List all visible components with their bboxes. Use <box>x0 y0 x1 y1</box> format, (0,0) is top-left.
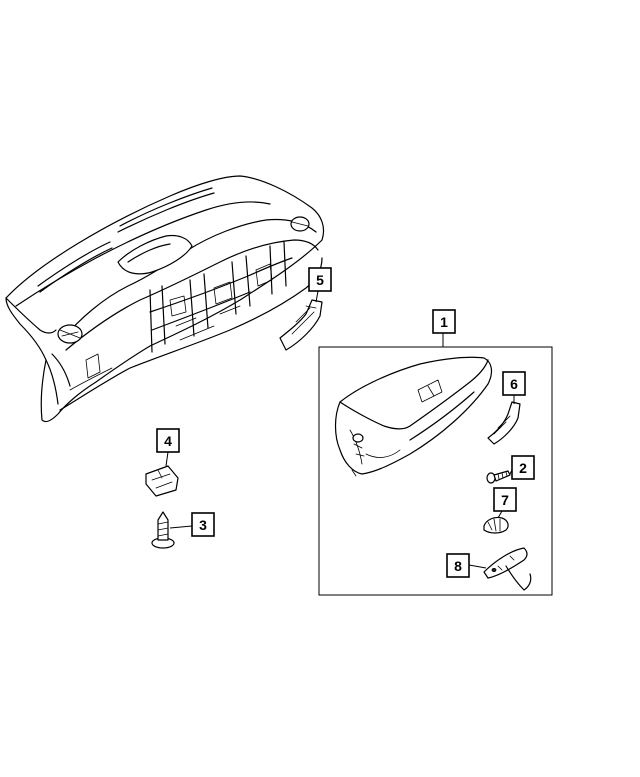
callout-4: 4 <box>156 428 180 467</box>
callout-1-label: 1 <box>440 314 448 330</box>
glove-box-assembly-frame <box>318 346 553 596</box>
callout-8: 8 <box>446 553 487 578</box>
part-7-bumper <box>483 516 509 534</box>
part-5-bracket <box>279 299 323 351</box>
callout-3-label: 3 <box>199 517 207 533</box>
callout-7-label: 7 <box>501 492 509 508</box>
instrument-panel-illustration <box>5 175 325 423</box>
callout-6: 6 <box>502 371 526 404</box>
callout-1: 1 <box>432 309 456 334</box>
callout-4-label: 4 <box>164 433 172 449</box>
callout-2-label: 2 <box>519 460 527 476</box>
callout-5: 5 <box>308 267 332 303</box>
callout-8-label: 8 <box>454 558 462 574</box>
callout-2: 2 <box>509 455 535 480</box>
callout-3: 3 <box>169 512 215 537</box>
callout-5-label: 5 <box>316 272 324 288</box>
callout-6-label: 6 <box>510 376 518 392</box>
part-2-screw <box>486 470 511 484</box>
glove-box-illustration <box>334 356 493 477</box>
callout-7: 7 <box>493 487 517 519</box>
part-4-clip <box>145 465 179 497</box>
part-6-bracket <box>487 401 521 445</box>
part-8-latch <box>483 547 532 591</box>
part-3-fastener <box>151 511 175 549</box>
